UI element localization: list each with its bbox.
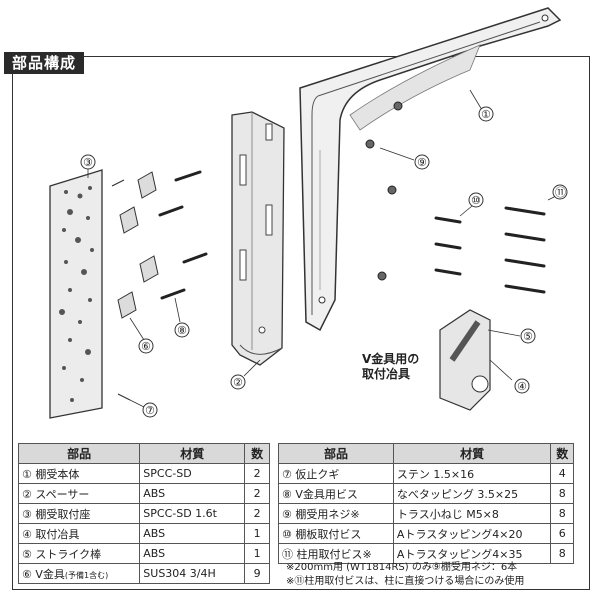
note-2: ※⑪柱用取付ビスは、柱に直接つける場合にのみ使用	[286, 576, 525, 587]
shelf-screws-drawing	[434, 216, 462, 276]
table-cell: 9	[244, 563, 270, 584]
v-fittings-drawing	[117, 171, 159, 319]
table-cell: 2	[244, 483, 270, 504]
table-cell: ⑧ V金具用ビス	[278, 483, 394, 504]
section-title: 部品構成	[4, 52, 85, 74]
table-cell: ② スペーサー	[17, 483, 141, 504]
table-cell: ⑩ 棚板取付ビス	[278, 523, 394, 544]
table-cell: ABS	[139, 543, 246, 564]
bracket-body-drawing	[299, 7, 562, 332]
table-cell: Aトラスタッピング4×35	[392, 543, 552, 564]
table-cell: ④ 取付冶具	[17, 523, 141, 544]
table-cell: ABS	[139, 523, 246, 544]
table-cell: 1	[244, 523, 270, 544]
callout-10: ⑩	[471, 194, 481, 207]
table-cell: ⑪ 柱用取付ビス※	[278, 543, 394, 564]
header-qty: 数	[244, 443, 270, 464]
table-cell: ⑦ 仮止クギ	[278, 463, 394, 484]
table-cell: SUS304 3/4H	[139, 563, 246, 584]
table-cell: ① 棚受本体	[17, 463, 141, 484]
bracket-screws-drawing	[365, 101, 403, 281]
table-cell: トラス小ねじ M5×8	[392, 503, 552, 524]
jig-label-line2: 取付冶具	[362, 367, 411, 381]
table-cell: Aトラスタッピング4×20	[392, 523, 552, 544]
jig-label-line1: V金具用の	[362, 352, 420, 366]
callout-2: ②	[233, 376, 243, 389]
spacer-drawing	[231, 111, 285, 366]
temp-nails-drawing	[111, 179, 131, 401]
table-cell: ⑨ 棚受用ネジ※	[278, 503, 394, 524]
table-cell: ③ 棚受取付座	[17, 503, 141, 524]
callout-11: ⑪	[555, 186, 566, 199]
parts-diagram: ① ② ③ ④ ⑤ ⑥ ⑦ ⑧ ⑨ ⑩ ⑪	[49, 7, 568, 419]
callout-1: ①	[481, 108, 491, 121]
note-1: ※200mm用 (WT1814RS) のみ⑨棚受用ネジ：6本	[286, 562, 518, 573]
table-cell: 2	[244, 463, 270, 484]
table-cell: なべタッピング 3.5×25	[392, 483, 552, 504]
table-cell: 6	[550, 523, 574, 544]
callout-7: ⑦	[145, 404, 155, 417]
post-screws-drawing	[504, 206, 546, 294]
header-part: 部品	[278, 443, 394, 464]
table-cell: ABS	[139, 483, 246, 504]
table-cell: 2	[244, 503, 270, 524]
jig-label: V金具用の 取付冶具	[362, 352, 419, 382]
header-material: 材質	[139, 443, 246, 464]
callout-3: ③	[83, 156, 93, 169]
callout-8: ⑧	[177, 324, 187, 337]
table-cell: 8	[550, 503, 574, 524]
table-cell: 1	[244, 543, 270, 564]
mounting-plate-drawing	[49, 169, 103, 419]
callout-6: ⑥	[141, 340, 151, 353]
table-cell: ⑥ V金具(予備1含む)	[17, 563, 141, 584]
callout-5: ⑤	[523, 330, 533, 343]
mounting-jig-drawing	[439, 309, 491, 411]
table-cell: ステン 1.5×16	[392, 463, 552, 484]
callout-4: ④	[517, 380, 527, 393]
v-screws-drawing	[158, 170, 208, 300]
parts-frame	[12, 56, 590, 590]
table-cell: 4	[550, 463, 574, 484]
callout-9: ⑨	[417, 156, 427, 169]
table-cell: 8	[550, 483, 574, 504]
table-cell: ⑤ ストライク棒	[17, 543, 141, 564]
header-qty: 数	[550, 443, 574, 464]
table-cell: 8	[550, 543, 574, 564]
header-part: 部品	[17, 443, 141, 464]
table-cell: SPCC-SD 1.6t	[139, 503, 246, 524]
table-cell: SPCC-SD	[139, 463, 246, 484]
header-material: 材質	[392, 443, 552, 464]
